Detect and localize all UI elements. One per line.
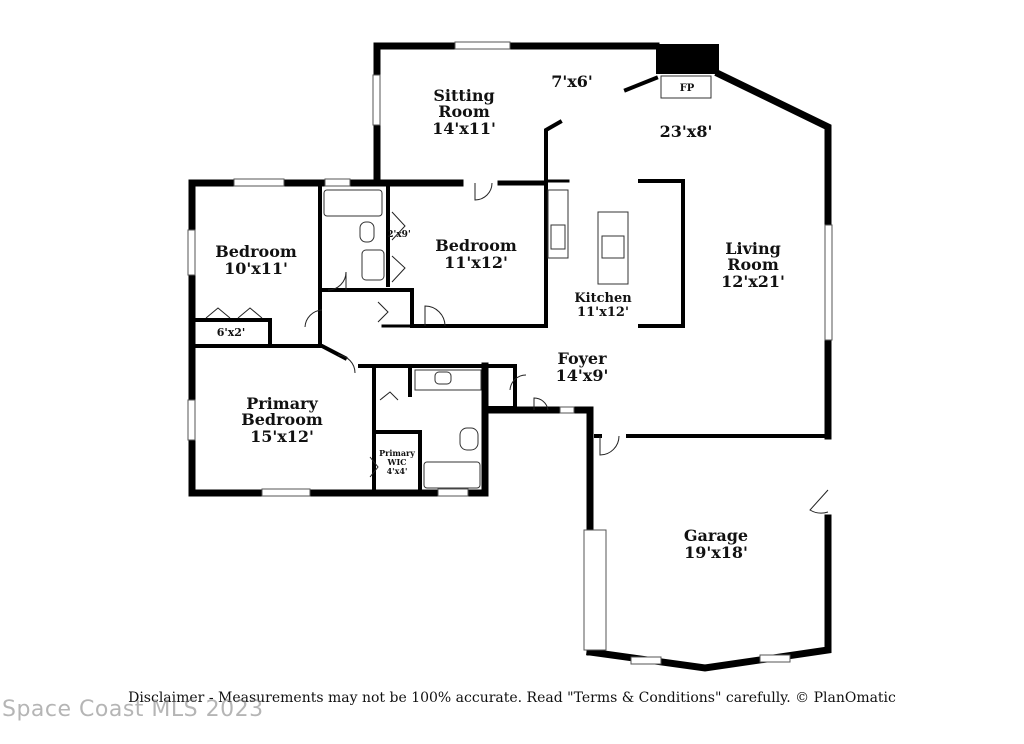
windows	[187, 41, 833, 665]
primary-bedroom-dims: 15'x12'	[250, 427, 314, 446]
bedroom-mid-dims: 11'x12'	[444, 253, 508, 272]
walls	[188, 42, 832, 672]
bedroom-left-name: Bedroom	[215, 242, 297, 261]
primary-bedroom-name-2: Bedroom	[241, 410, 323, 429]
room-labels: Sitting Room 14'x11' 7'x6' 23'x8' FP Bed…	[215, 72, 785, 562]
garage-name: Garage	[684, 526, 748, 545]
sitting-room-dims: 14'x11'	[432, 119, 496, 138]
sitting-room-name-1: Sitting	[433, 86, 494, 105]
kitchen-dims: 11'x12'	[577, 305, 629, 320]
garage-door	[583, 529, 607, 651]
primary-wic-name-2: WIC	[386, 457, 406, 467]
living-room-dims: 12'x21'	[721, 272, 785, 291]
bedroom-mid-name: Bedroom	[435, 236, 517, 255]
bedroom-left-dims: 10'x11'	[224, 259, 288, 278]
garage-dims: 19'x18'	[684, 543, 748, 562]
hall-closet-dims: 2'x9'	[387, 230, 410, 240]
primary-toilet-icon	[459, 427, 479, 451]
primary-bedroom-name-1: Primary	[246, 394, 318, 413]
bathtub-icon	[323, 189, 383, 217]
foyer-dims: 14'x9'	[556, 366, 609, 385]
kitchen-name: Kitchen	[574, 291, 632, 306]
fireplace	[660, 75, 712, 99]
living-room-name-2: Room	[727, 255, 779, 274]
vanity-sink-icon	[434, 371, 452, 385]
chimney	[656, 44, 719, 74]
sink-icon	[361, 249, 385, 281]
primary-tub-icon	[423, 461, 481, 489]
primary-wic-name-1: Primary	[379, 448, 415, 458]
living-room-name-1: Living	[725, 239, 781, 258]
watermark-text: Space Coast MLS 2023	[2, 697, 264, 722]
cooktop-icon	[601, 235, 625, 259]
living-ext-dims: 23'x8'	[660, 122, 713, 141]
foyer-name: Foyer	[557, 349, 607, 368]
doors	[205, 182, 829, 514]
toilet-icon	[359, 221, 375, 243]
nook-dims: 7'x6'	[551, 72, 593, 91]
closet-left-dims: 6'x2'	[217, 326, 246, 339]
sitting-room-name-2: Room	[438, 102, 490, 121]
fixtures	[323, 75, 712, 489]
primary-wic-dims: 4'x4'	[387, 466, 408, 476]
kitchen-sink-icon	[550, 224, 566, 250]
fireplace-label: FP	[680, 83, 695, 94]
disclaimer-text: Disclaimer - Measurements may not be 100…	[128, 690, 896, 706]
